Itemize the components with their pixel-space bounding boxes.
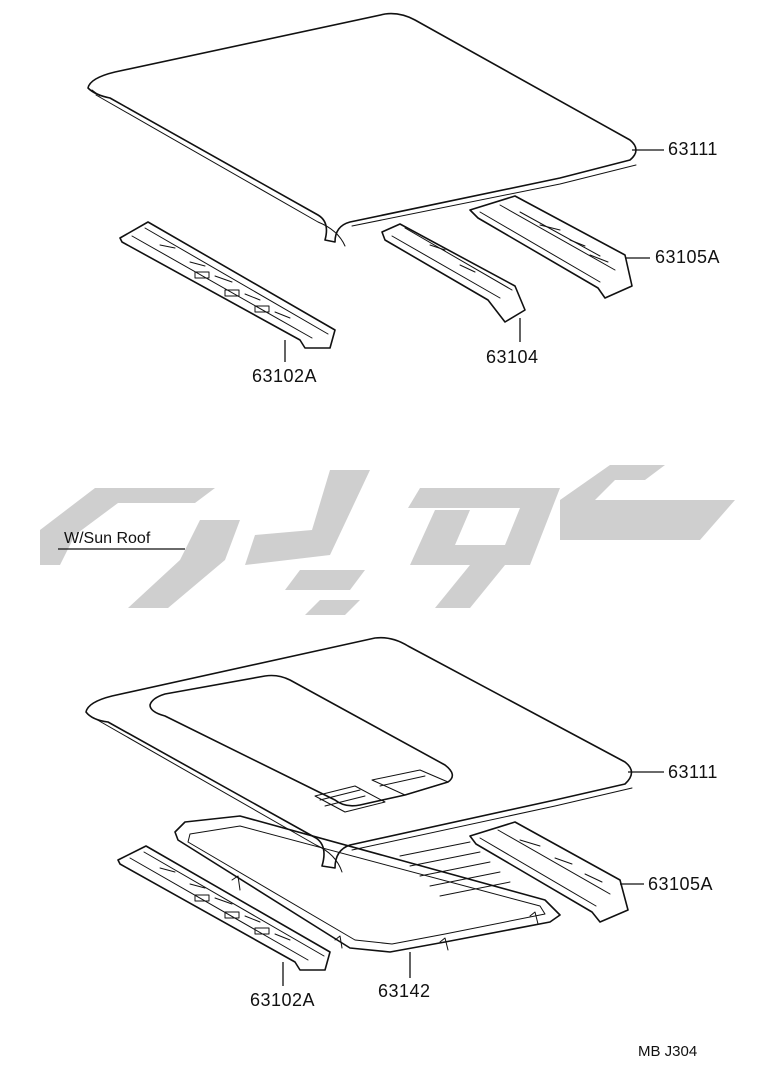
roof-rail-front-sunroof: [117, 845, 331, 971]
roof-panel-sunroof: [85, 636, 633, 873]
part-number-63102a-sunroof: 63102A: [250, 990, 315, 1010]
roof-panel-top: [87, 12, 637, 247]
part-number-63142-sunroof: 63142: [378, 981, 431, 1001]
part-number-63105a-top: 63105A: [655, 247, 720, 267]
section-label-sunroof: W/Sun Roof: [64, 530, 151, 547]
sunroof-housing-frame: [174, 815, 561, 953]
part-number-63104-top: 63104: [486, 347, 539, 367]
part-number-63105a-sunroof: 63105A: [648, 874, 713, 894]
part-number-63102a-top: 63102A: [252, 366, 317, 386]
roof-bow-center-top: [381, 223, 526, 323]
roof-rail-front-top: [119, 221, 336, 349]
document-code: MB J304: [638, 1043, 697, 1060]
part-number-63111-top: 63111: [668, 139, 718, 159]
roof-rail-rear-sunroof: [469, 821, 629, 923]
watermark-logo: [40, 465, 735, 615]
part-number-63111-sunroof: 63111: [668, 762, 718, 782]
roof-rail-rear-top: [469, 195, 633, 299]
